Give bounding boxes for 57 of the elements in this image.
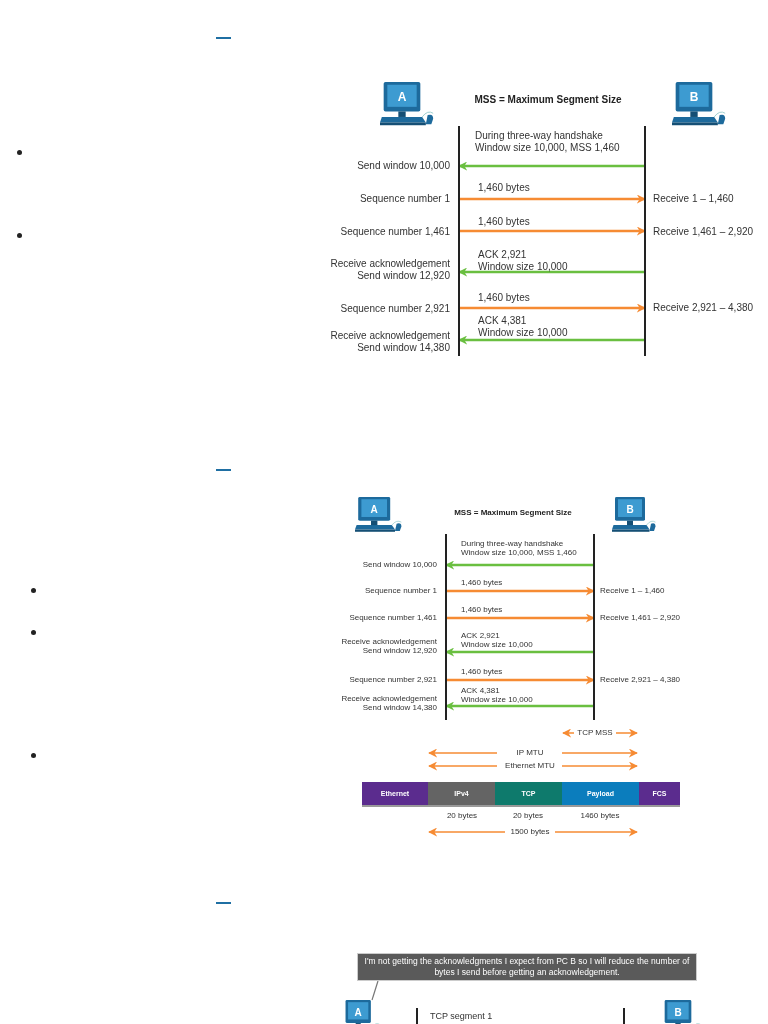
computer-label: A [370,504,378,516]
annotation-text: Sequence number 2,921 [340,303,450,315]
message-arrow [446,613,595,623]
edge-label: 1,460 bytes [461,605,503,615]
annotation-text: Receive 1 – 1,460 [600,586,665,596]
message-arrow [459,194,646,204]
edge-label: ACK 4,381 Window size 10,000 [478,315,568,338]
message-arrow [459,303,646,313]
annotation-text: Receive 2,921 – 4,380 [653,302,754,314]
annotation-text: Receive acknowledgement Send window 12,920 [341,637,437,656]
annotation-text: Receive 1,461 – 2,920 [600,613,681,623]
edge-label: 1,460 bytes [478,292,530,304]
dimension-label: 1460 bytes [580,811,620,821]
diagram-heading: MSS = Maximum Segment Size [474,94,622,106]
edge-label: ACK 4,381 Window size 10,000 [461,686,533,705]
message-arrow [459,226,646,236]
computer-label: B [689,91,699,105]
annotation-text: Sequence number 1 [364,586,437,596]
annotation-text: Receive acknowledgement Send window 14,380 [330,330,450,353]
dimension-label: Ethernet MTU [505,761,555,771]
message-arrow [445,701,594,711]
speech-callout: I'm not getting the acknowledgments I expect from PC B so I will reduce the number of bytes I send before getting an acknowledgement. [357,953,697,981]
annotation-text: Receive 2,921 – 4,380 [600,675,681,685]
message-arrow [458,161,645,171]
message-arrow [458,335,645,345]
message-arrow [445,647,594,657]
edge-label: ACK 2,921 Window size 10,000 [478,249,568,272]
annotation-text: Receive 1,461 – 2,920 [653,226,754,238]
dimension-label: 20 bytes [446,811,478,821]
leader-line [371,980,379,1001]
computer-label: A [397,91,407,105]
annotation-text: Sequence number 1,461 [349,613,437,623]
annotation-text: Receive acknowledgement Send window 14,380 [341,694,437,713]
dimension-label: 1500 bytes [510,827,550,837]
message-arrow [458,267,645,277]
annotation-text: Receive acknowledgement Send window 12,920 [330,258,450,281]
edge-label: 1,460 bytes [461,578,503,588]
message-arrow [446,675,595,685]
message-arrow [445,560,594,570]
edge-label: 1,460 bytes [478,216,530,228]
computer-label: B [626,504,634,516]
annotation-text: Receive 1 – 1,460 [653,193,734,205]
annotation-text: Send window 10,000 [362,560,437,570]
computer-label: B [674,1007,682,1019]
message-arrow [446,586,595,596]
annotation-text: Sequence number 2,921 [349,675,437,685]
edge-label: During three-way handshake Window size 10,000, MSS 1,460 [475,130,620,153]
dimension-label: IP MTU [516,748,544,758]
edge-label: ACK 2,921 Window size 10,000 [461,631,533,650]
edge-label: During three-way handshake Window size 10,000, MSS 1,460 [461,539,577,558]
computer-label: A [354,1007,362,1019]
annotation-text: Sequence number 1 [359,193,450,205]
annotation-text: Send window 10,000 [357,160,450,172]
dimension-label: TCP MSS [577,728,613,738]
annotation-text: Sequence number 1,461 [340,226,450,238]
edge-label: 1,460 bytes [461,667,503,677]
edge-label: 1,460 bytes [478,182,530,194]
